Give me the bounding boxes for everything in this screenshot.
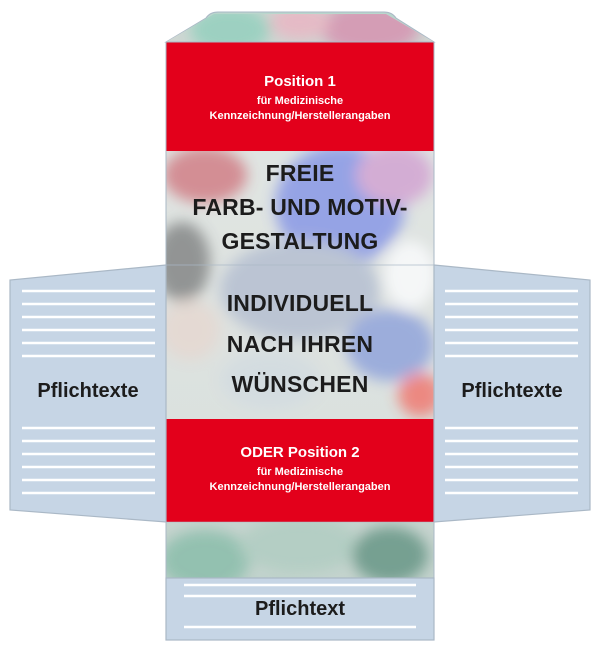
right-flap-text-lines: [445, 289, 578, 495]
center-text-line-3: GESTALTUNG: [221, 228, 379, 254]
center-text-line-2: FARB- UND MOTIV-: [192, 194, 408, 220]
bottom-flap: [165, 577, 435, 641]
left-flap-text-lines: [22, 289, 155, 495]
fold-lines: [165, 41, 435, 640]
bottom-flap-text-lines: [184, 583, 416, 629]
bottom-flap-label: Pflichtext: [254, 598, 346, 620]
left-flap-label: Pflichtexte: [37, 380, 139, 402]
position-1-title: Position 1: [264, 73, 336, 90]
center-text-line-1: FREIE: [265, 160, 335, 186]
center-text-line-6: WÜNSCHEN: [231, 371, 369, 397]
position-2-line-2: Kennzeichnung/Herstellerangaben: [209, 481, 391, 493]
position-1-block: [166, 42, 434, 151]
position-1-line-1: für Medizinische: [256, 95, 344, 107]
center-text-line-4: INDIVIDUELL: [226, 290, 374, 316]
position-2-block: [166, 419, 434, 522]
position-2-title: ODER Position 2: [240, 444, 360, 461]
position-2-line-1: für Medizinische: [256, 466, 344, 478]
center-text-line-5: NACH IHREN: [226, 331, 374, 357]
position-1-line-2: Kennzeichnung/Herstellerangaben: [209, 110, 391, 122]
right-flap-label: Pflichtexte: [461, 380, 563, 402]
